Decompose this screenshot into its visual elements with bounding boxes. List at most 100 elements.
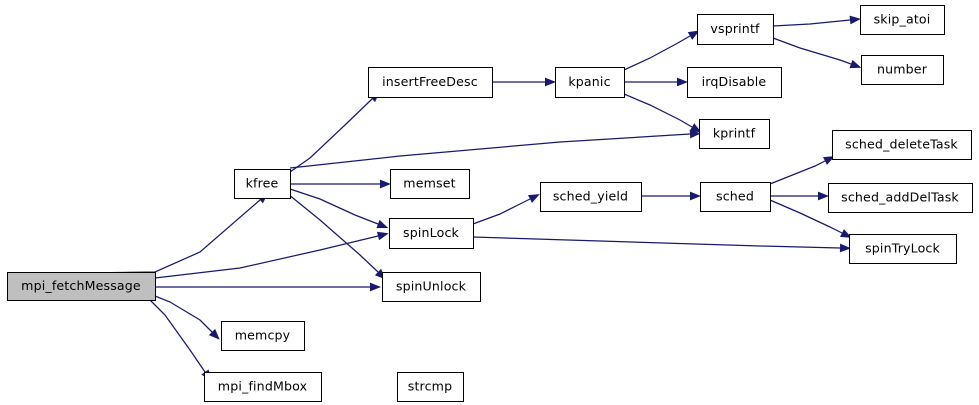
- nodes-layer: mpi_fetchMessage kfree memcpy mpi_findMbox i…: [7, 5, 973, 402]
- node-box-kfree[interactable]: [234, 169, 291, 199]
- arrowhead-icon: [690, 191, 701, 201]
- node-box-memcpy[interactable]: [221, 321, 305, 351]
- edge-mpi_fetchMessage-to-spinUnlock: [155, 282, 381, 292]
- node-spinTryLock[interactable]: spinTryLock: [849, 234, 957, 264]
- arrowhead-icon: [689, 129, 701, 139]
- node-sched_yield[interactable]: sched_yield: [540, 182, 642, 212]
- node-box-spinTryLock[interactable]: [849, 234, 957, 264]
- arrowhead-icon: [376, 219, 389, 229]
- arrowhead-icon: [823, 156, 835, 165]
- node-label-kpanic: kpanic: [568, 74, 610, 89]
- node-label-spinUnlock: spinUnlock: [396, 279, 467, 294]
- node-box-number[interactable]: [861, 55, 944, 85]
- arrowhead-icon: [677, 77, 688, 87]
- node-box-irqDisable[interactable]: [687, 67, 782, 98]
- node-box-strcmp[interactable]: [397, 372, 464, 402]
- edge-spinLock-to-spinTryLock: [472, 236, 851, 253]
- edge-mpi_fetchMessage-to-spinLock: [154, 231, 389, 279]
- node-label-irqDisable: irqDisable: [702, 74, 767, 89]
- node-sched_deleteTask[interactable]: sched_deleteTask: [832, 130, 972, 160]
- edge-vsprintf-to-skip_atoi: [772, 15, 861, 27]
- edge-mpi_fetchMessage-to-kfree: [6, 192, 269, 275]
- node-box-mpi_fetchMessage[interactable]: [7, 272, 156, 301]
- node-skip_atoi[interactable]: skip_atoi: [860, 5, 945, 35]
- edge-sched_yield-to-sched: [641, 191, 701, 201]
- node-sched[interactable]: sched: [700, 182, 771, 212]
- node-label-sched_deleteTask: sched_deleteTask: [845, 137, 958, 152]
- node-spinUnlock[interactable]: spinUnlock: [382, 272, 481, 302]
- arrowhead-icon: [818, 191, 829, 201]
- node-label-number: number: [877, 62, 928, 77]
- node-memcpy[interactable]: memcpy: [221, 321, 305, 351]
- node-box-memset[interactable]: [390, 169, 470, 199]
- node-irqDisable[interactable]: irqDisable: [687, 67, 782, 98]
- node-label-mpi_findMbox: mpi_findMbox: [218, 379, 308, 394]
- edge-mpi_fetchMessage-to-memcpy: [154, 295, 220, 340]
- node-label-sched_addDelTask: sched_addDelTask: [841, 190, 959, 205]
- node-mpi_fetchMessage[interactable]: mpi_fetchMessage: [7, 272, 156, 301]
- node-memset[interactable]: memset: [390, 169, 470, 199]
- arrowhead-icon: [208, 328, 220, 340]
- node-kprintf[interactable]: kprintf: [699, 119, 770, 149]
- edge-sched-to-sched_deleteTask: [769, 156, 835, 185]
- arrowhead-icon: [849, 15, 861, 25]
- node-box-vsprintf[interactable]: [697, 14, 774, 45]
- edge-sched-to-sched_addDelTask: [770, 191, 829, 201]
- arrowhead-icon: [528, 194, 540, 203]
- arrowhead-icon: [380, 179, 391, 189]
- edge-kpanic-to-vsprintf: [623, 30, 700, 71]
- node-label-kfree: kfree: [246, 176, 279, 191]
- node-strcmp[interactable]: strcmp: [397, 372, 464, 402]
- node-vsprintf[interactable]: vsprintf: [697, 14, 774, 45]
- node-sched_addDelTask[interactable]: sched_addDelTask: [828, 183, 973, 213]
- node-box-sched[interactable]: [700, 182, 771, 212]
- node-insertFreeDesc[interactable]: insertFreeDesc: [368, 67, 493, 98]
- arrowhead-icon: [370, 282, 381, 292]
- edge-vsprintf-to-number: [772, 37, 862, 69]
- node-box-sched_addDelTask[interactable]: [828, 183, 973, 213]
- node-box-kpanic[interactable]: [555, 67, 625, 98]
- node-number[interactable]: number: [861, 55, 944, 85]
- edge-kfree-to-kprintf: [289, 129, 701, 169]
- node-box-skip_atoi[interactable]: [860, 5, 945, 35]
- edge-spinLock-to-sched_yield: [472, 194, 540, 225]
- edge-insertFreeDesc-to-kpanic: [492, 77, 556, 87]
- node-label-skip_atoi: skip_atoi: [874, 12, 931, 27]
- node-label-spinLock: spinLock: [403, 225, 460, 240]
- node-mpi_findMbox[interactable]: mpi_findMbox: [204, 372, 322, 402]
- node-kpanic[interactable]: kpanic: [555, 67, 625, 98]
- edge-sched-to-spinTryLock: [769, 199, 852, 238]
- node-box-sched_yield[interactable]: [540, 182, 642, 212]
- node-label-mpi_fetchMessage: mpi_fetchMessage: [21, 278, 141, 293]
- node-kfree[interactable]: kfree: [234, 169, 291, 199]
- edge-kfree-to-memset: [290, 179, 391, 189]
- edge-kfree-to-spinLock: [289, 188, 389, 229]
- node-spinLock[interactable]: spinLock: [389, 218, 474, 249]
- node-label-memcpy: memcpy: [235, 328, 291, 343]
- arrowhead-icon: [849, 59, 862, 69]
- arrowhead-icon: [839, 243, 851, 253]
- node-box-insertFreeDesc[interactable]: [368, 67, 493, 98]
- node-box-sched_deleteTask[interactable]: [832, 130, 972, 160]
- node-box-spinUnlock[interactable]: [382, 272, 481, 302]
- node-label-spinTryLock: spinTryLock: [865, 241, 940, 256]
- node-box-kprintf[interactable]: [699, 119, 770, 149]
- node-label-strcmp: strcmp: [408, 379, 453, 394]
- arrowhead-icon: [687, 30, 700, 40]
- edge-kpanic-to-irqDisable: [624, 77, 688, 87]
- edge-mpi_fetchMessage-to-mpi_findMbox: [149, 299, 212, 382]
- node-box-mpi_findMbox[interactable]: [204, 372, 322, 402]
- node-box-spinLock[interactable]: [389, 218, 474, 249]
- node-label-sched: sched: [716, 189, 754, 204]
- node-label-vsprintf: vsprintf: [710, 21, 760, 36]
- node-label-memset: memset: [403, 176, 455, 191]
- node-label-kprintf: kprintf: [713, 126, 756, 141]
- arrowhead-icon: [376, 231, 389, 241]
- arrowhead-icon: [545, 77, 556, 87]
- node-label-insertFreeDesc: insertFreeDesc: [382, 74, 478, 89]
- arrowhead-icon: [840, 229, 852, 238]
- arrowhead-icon: [689, 123, 702, 133]
- edge-kpanic-to-kprintf: [623, 93, 702, 133]
